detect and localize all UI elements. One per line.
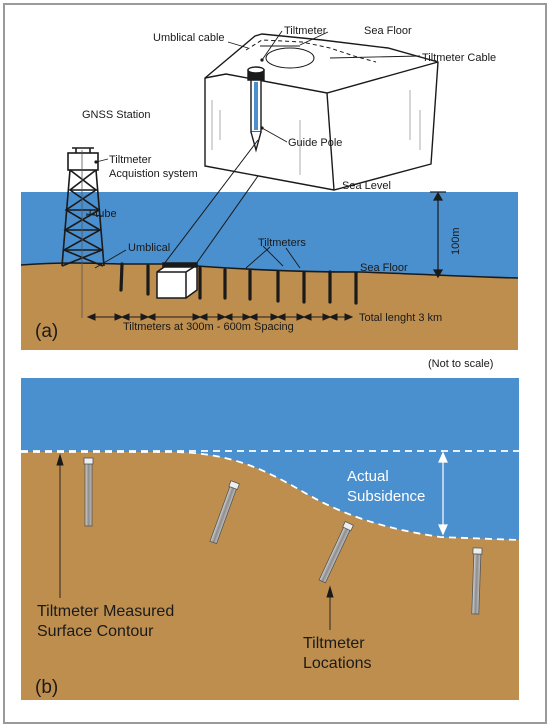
sea-floor-line	[20, 262, 519, 279]
label-contour-2: Surface Contour	[37, 623, 154, 640]
leader-arrowheads-a	[94, 58, 264, 164]
not-to-scale-note: (Not to scale)	[428, 358, 493, 370]
label-spacing: Tiltmeters at 300m - 600m Spacing	[123, 321, 294, 333]
tiltmeter-poles-b	[83, 457, 483, 615]
label-gnss-station: GNSS Station	[82, 109, 150, 121]
zoom-line-right	[195, 175, 259, 265]
tiltmeter-poles-a	[119, 262, 358, 305]
label-tiltmeter-cable: Tiltmeter Cable	[422, 52, 496, 64]
label-j-tube: J-tube	[86, 208, 117, 220]
label-tiltmeters-a: Tiltmeters	[258, 237, 306, 249]
label-umbilical-cable: Umblical cable	[153, 32, 225, 44]
zoom-line-left	[163, 139, 259, 265]
label-locations-2: Locations	[303, 655, 372, 672]
subsidence-arrow	[438, 451, 448, 536]
leader-lines-a	[85, 30, 421, 269]
label-sea-floor-top: Sea Floor	[364, 25, 412, 37]
panel-b: Actual Subsidence Tiltmeter Measured Sur…	[21, 378, 520, 700]
leader-lines-b	[56, 453, 334, 630]
panel-b-label: (b)	[35, 677, 58, 698]
label-subsidence-2: Subsidence	[347, 488, 425, 505]
seabed-a	[21, 263, 518, 350]
zoom-block	[204, 33, 439, 191]
panel-a-label: (a)	[35, 321, 58, 342]
figure-frame	[3, 3, 547, 724]
label-subsidence-1: Actual	[347, 468, 389, 485]
label-sea-level: Sea Level	[342, 180, 391, 192]
label-total-length: Total lenght 3 km	[359, 312, 442, 324]
label-contour-1: Tiltmeter Measured	[37, 603, 174, 620]
label-tiltmeter-acq-1: Tiltmeter	[109, 154, 152, 166]
subsided-contour-line	[21, 451, 520, 541]
label-sea-floor: Sea Floor	[360, 262, 408, 274]
spacing-arrows	[86, 313, 354, 321]
label-tiltmeter-top: Tiltmeter	[284, 25, 327, 37]
panel-a: Umblical cable Tiltmeter Sea Floor Tiltm…	[20, 25, 519, 350]
seabed-b	[21, 452, 519, 700]
label-depth: 100m	[450, 227, 462, 255]
label-umbilical: Umblical	[128, 242, 170, 254]
depth-marker	[430, 191, 446, 279]
label-locations-1: Tiltmeter	[303, 635, 365, 652]
label-guide-pole: Guide Pole	[288, 137, 342, 149]
label-tiltmeter-acq-2: Acquistion system	[109, 168, 198, 180]
acquisition-box	[67, 152, 99, 171]
seabed-cube	[156, 262, 198, 299]
